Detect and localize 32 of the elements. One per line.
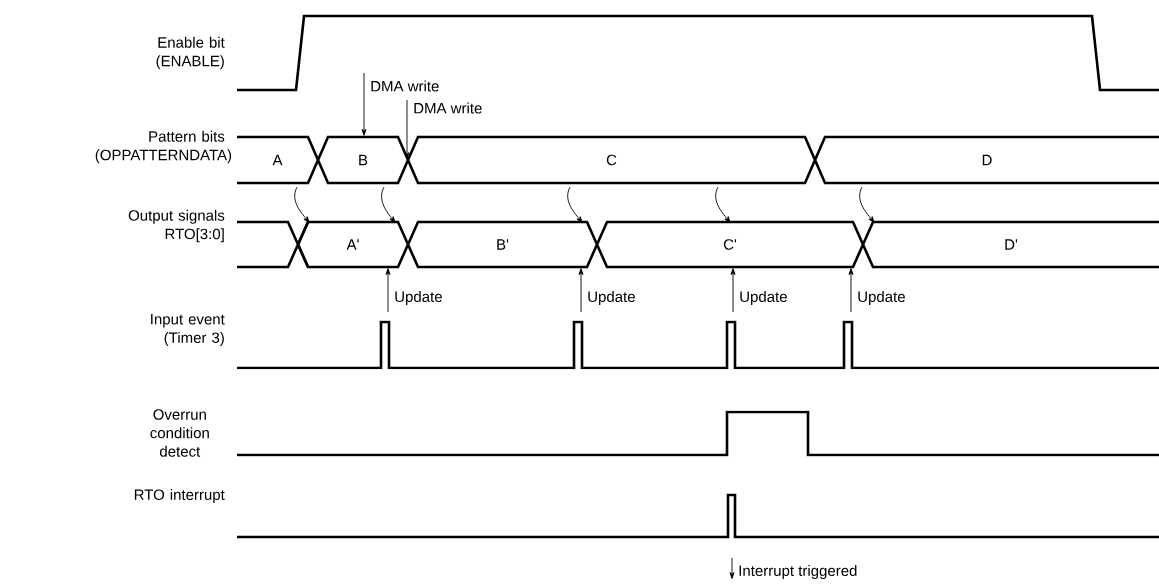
annotation-text: Update (588, 291, 635, 305)
arrow (404, 99, 410, 159)
arrow (578, 268, 584, 313)
annotation-text: Interrupt triggered (739, 565, 857, 579)
signal-name: Enable bit (ENABLE) (156, 36, 225, 70)
bus-segment: C (406, 135, 817, 185)
bus-segment: C' (595, 220, 865, 269)
arrow (730, 268, 736, 313)
arrow (361, 72, 367, 136)
arrow (859, 186, 875, 224)
arrow (848, 268, 854, 313)
annotation-text: Update (740, 291, 787, 305)
bus-segment: B' (406, 220, 599, 269)
arrow (715, 186, 731, 224)
annotation-text: DMA write (414, 102, 482, 114)
bus-segment: D (813, 135, 1159, 185)
signal-name: Overrun condition detect (150, 409, 209, 457)
bus-segment: A' (296, 220, 410, 269)
signal-name: RTO interrupt (134, 489, 225, 503)
arrow (385, 268, 391, 313)
bus-segment: A (235, 135, 320, 185)
signal-name: Output signals RTO[3:0] (128, 209, 225, 243)
arrow (567, 186, 583, 224)
arrow (729, 557, 735, 580)
bus-segment: D' (861, 220, 1159, 269)
arrow (294, 186, 310, 224)
annotation-text: Update (395, 291, 442, 305)
annotation-text: Update (858, 291, 905, 305)
bus-segment: B (316, 135, 410, 185)
signal-name: Input event (Timer 3) (151, 314, 225, 346)
arrow (381, 186, 396, 224)
annotation-text: DMA write (371, 80, 439, 92)
